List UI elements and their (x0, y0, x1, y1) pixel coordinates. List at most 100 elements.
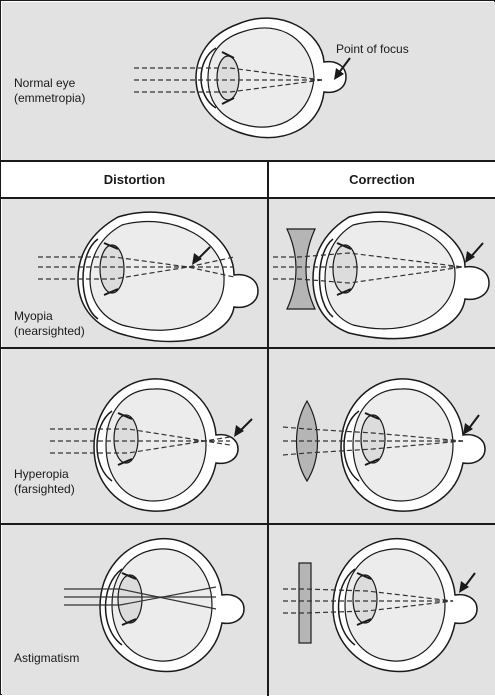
cylindrical-lens (298, 562, 312, 644)
arrow-icon (334, 57, 351, 80)
astigmatism-distortion-panel: Astigmatism (2, 525, 267, 695)
hyperopia-correction-diagram (282, 378, 486, 512)
iris-lower (221, 97, 235, 105)
normal-eye-diagram (134, 17, 351, 139)
light-rays (50, 428, 231, 454)
ray-lower (282, 440, 464, 456)
eye-inner-wall (207, 27, 315, 128)
hyperopia-label-line2: (farsighted) (14, 482, 75, 496)
normal-eye-label: Normal eye (emmetropia) (14, 76, 85, 106)
eye-inner-wall (324, 220, 456, 330)
iris-lower (117, 458, 133, 466)
light-rays (282, 426, 464, 456)
iris-lower (121, 618, 137, 626)
divider-vertical (267, 162, 269, 696)
crystalline-lens (352, 574, 378, 624)
cornea (200, 47, 217, 109)
iris-upper (103, 242, 119, 250)
ray-lower (273, 266, 464, 284)
ray-upper (64, 588, 217, 610)
arrow-icon (465, 242, 484, 263)
ray-lower (38, 256, 235, 280)
cornea (337, 568, 356, 646)
point-of-focus-label: Point of focus (336, 42, 409, 56)
myopia-label-line1: Myopia (14, 309, 53, 323)
astigmatism-correction-panel (269, 525, 495, 695)
iris-lower (103, 288, 119, 296)
divider-top (1, 160, 494, 162)
myopia-correction-diagram (273, 211, 490, 340)
header-distortion: Distortion (2, 162, 267, 197)
iris-upper (117, 412, 133, 420)
myopia-label: Myopia (nearsighted) (14, 309, 85, 339)
eye-hyperopia (340, 378, 486, 512)
crystalline-lens (216, 55, 240, 101)
crystalline-lens (117, 574, 143, 624)
arrow-icon (192, 246, 211, 265)
ray-upper (283, 588, 454, 602)
hyperopia-label-line1: Hyperopia (14, 467, 69, 481)
iris-upper (121, 572, 137, 580)
eye-astigmatism (332, 537, 478, 673)
iris-upper (336, 242, 352, 250)
arrow-icon (463, 414, 480, 435)
normal-eye-panel: Normal eye (emmetropia) Point of focus (2, 2, 495, 160)
light-rays (64, 586, 217, 610)
astigmatism-distortion-diagram (64, 537, 245, 673)
ray-upper (38, 256, 235, 278)
crystalline-lens (99, 244, 125, 294)
ray-upper (282, 426, 464, 442)
iris-lower (356, 618, 372, 626)
ray-lower (50, 436, 231, 454)
iris-lower (336, 288, 352, 296)
crystalline-lens (360, 414, 386, 464)
iris-upper (364, 412, 380, 420)
iris-lower (364, 458, 380, 466)
header-correction: Correction (269, 162, 495, 197)
light-rays (134, 67, 323, 93)
divider-header (1, 197, 494, 199)
eye-hyperopia (93, 378, 239, 512)
ray-upper (134, 67, 323, 81)
iris-upper (356, 572, 372, 580)
eye-inner-wall (89, 220, 225, 331)
hyperopia-distortion-panel: Hyperopia (farsighted) (2, 349, 267, 523)
cornea (96, 410, 113, 482)
cornea (82, 238, 99, 320)
hyperopia-label: Hyperopia (farsighted) (14, 467, 75, 497)
normal-eye-label-line1: Normal eye (14, 76, 76, 90)
arrow-icon (234, 418, 253, 437)
myopia-distortion-diagram (38, 211, 259, 343)
ray-lower (283, 600, 454, 614)
ray-upper (50, 428, 231, 446)
cornea (318, 238, 334, 318)
divider-row1 (1, 347, 494, 349)
normal-eye-label-line2: (emmetropia) (14, 91, 86, 105)
astigmatism-correction-diagram (283, 537, 478, 673)
myopia-distortion-panel: Myopia (nearsighted) (2, 199, 267, 347)
myopia-correction-panel (269, 199, 495, 347)
astigmatism-label: Astigmatism (14, 651, 80, 665)
crystalline-lens (113, 414, 139, 464)
crystalline-lens (332, 244, 358, 294)
iris-upper (221, 51, 235, 59)
ray-lower (134, 79, 323, 93)
hyperopia-distortion-diagram (50, 378, 253, 512)
hyperopia-correction-panel (269, 349, 495, 523)
eye-normal (195, 17, 347, 139)
light-rays (283, 588, 454, 614)
ray-upper (273, 252, 464, 268)
ray-lower (64, 586, 217, 606)
light-rays (273, 252, 464, 284)
eye-astigmatism (99, 537, 245, 673)
cornea (343, 410, 360, 482)
arrow-icon (459, 572, 476, 593)
concave-lens (286, 228, 316, 310)
cornea (104, 568, 123, 646)
divider-row2 (1, 523, 494, 525)
light-rays (38, 256, 235, 280)
myopia-label-line2: (nearsighted) (14, 324, 85, 338)
eye-myopia (77, 211, 259, 343)
eye-inner-wall (111, 548, 213, 662)
